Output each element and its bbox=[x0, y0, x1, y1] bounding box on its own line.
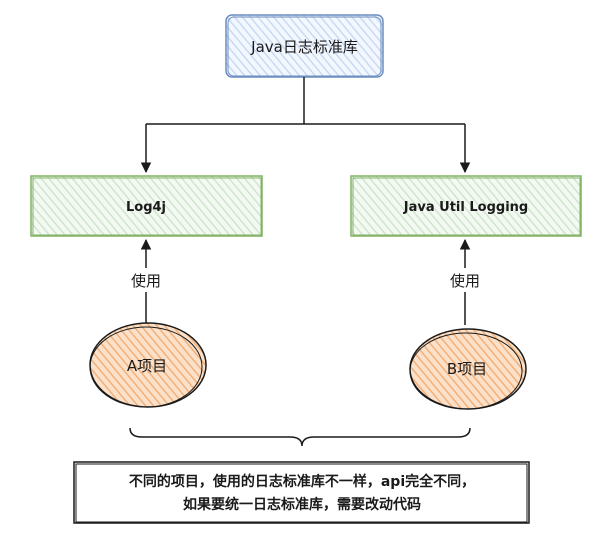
node-log4j[interactable]: Log4j bbox=[30, 175, 263, 237]
node-java-logging-std[interactable]: Java日志标准库 bbox=[225, 14, 384, 78]
edge-a-uses-label: 使用 bbox=[131, 272, 161, 290]
node-project-a[interactable]: A项目 bbox=[89, 322, 207, 408]
node-java-logging-std-label: Java日志标准库 bbox=[250, 38, 358, 56]
node-project-b-label: B项目 bbox=[447, 360, 487, 378]
edge-b-to-jul: 使用 bbox=[443, 238, 487, 325]
connector-root-to-libs bbox=[140, 77, 471, 174]
curly-brace bbox=[129, 427, 471, 447]
edge-a-to-log4j: 使用 bbox=[124, 238, 168, 325]
node-project-b[interactable]: B项目 bbox=[409, 328, 527, 410]
note-line-2: 如果要统一日志标准库，需要改动代码 bbox=[183, 496, 421, 513]
edge-b-uses-label: 使用 bbox=[450, 272, 480, 290]
node-java-util-logging[interactable]: Java Util Logging bbox=[350, 175, 582, 237]
note-line-1: 不同的项目，使用的日志标准库不一样，api完全不同， bbox=[129, 473, 475, 490]
node-project-a-label: A项目 bbox=[127, 357, 167, 375]
node-java-util-logging-label: Java Util Logging bbox=[403, 200, 528, 215]
note-box: 不同的项目，使用的日志标准库不一样，api完全不同， 如果要统一日志标准库，需要… bbox=[73, 461, 530, 524]
node-log4j-label: Log4j bbox=[126, 200, 166, 215]
